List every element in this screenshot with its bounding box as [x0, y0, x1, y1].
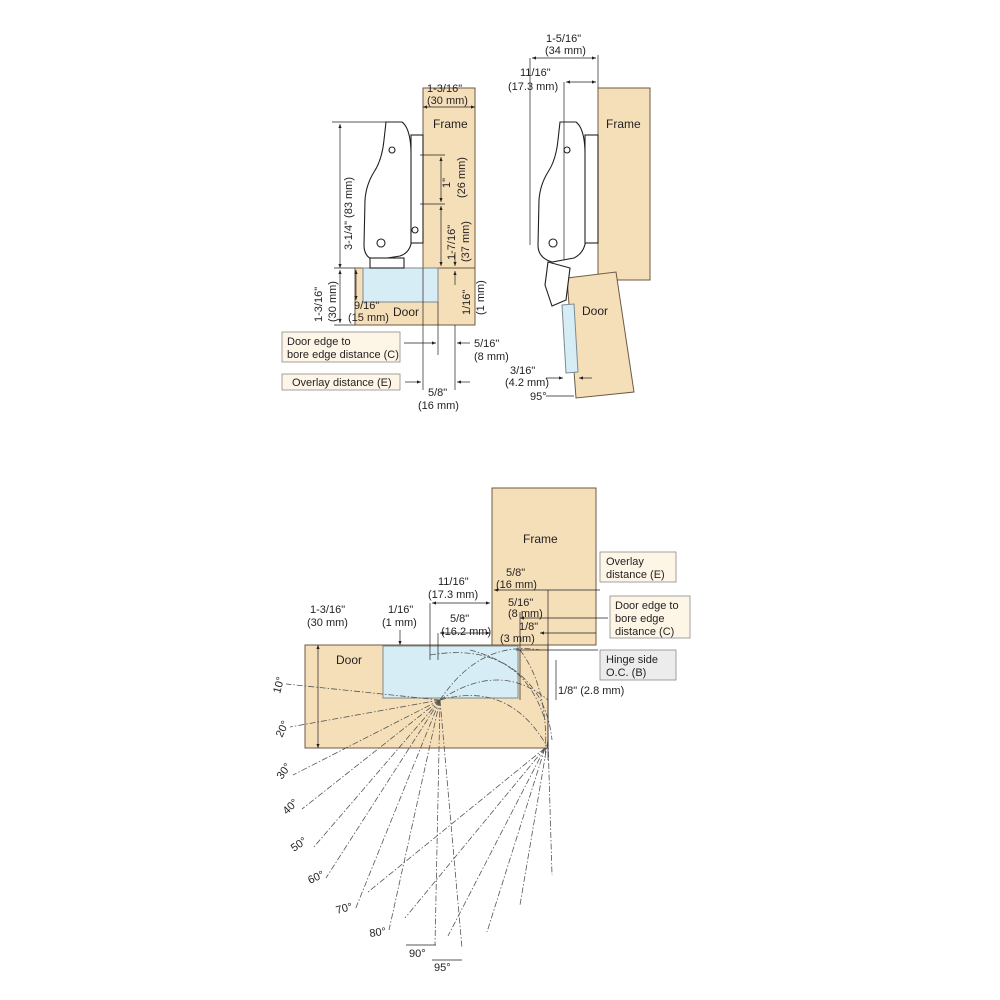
callout-e-bottom-1: Overlay — [606, 556, 644, 568]
dim-bot-thick-2: (30 mm) — [307, 617, 348, 629]
door-block-top-right — [566, 271, 635, 399]
dim-37: 1-7/16" — [446, 225, 458, 260]
hinge-arm-top-left — [363, 121, 413, 261]
cup-plate-top-right — [561, 303, 579, 374]
dim-bot-162-2: (16.2 mm) — [441, 626, 491, 638]
dim-gap-mm: (1 mm) — [475, 280, 487, 315]
cup-bore-bottom — [382, 645, 519, 699]
door-label-top-left: Door — [393, 305, 419, 319]
dim-bot-28: 1/8" (2.8 mm) — [558, 685, 624, 697]
frame-block-bottom — [491, 487, 597, 646]
frame-block-top-left — [422, 87, 476, 269]
frame-label-bottom: Frame — [523, 532, 558, 546]
dim-gap: 1/16" — [461, 290, 473, 315]
callout-e: Overlay distance (E) — [292, 377, 392, 389]
dim-bot-c-2: (8 mm) — [508, 608, 543, 620]
top-right-view: Frame Door 1-5/16" (34 mm) 11/16" (17.3 … — [505, 33, 651, 403]
dim-c-1: 5/16" — [474, 338, 499, 350]
dim-37mm: (37 mm) — [460, 221, 472, 262]
dim-26mm: (26 mm) — [456, 157, 468, 198]
dim-cup-2: (15 mm) — [348, 312, 389, 324]
dim-42-1: 3/16" — [510, 365, 535, 377]
frame-label-top-right: Frame — [606, 117, 641, 131]
angle-30: 30° — [275, 761, 294, 782]
dim-height: 3-1/4" (83 mm) — [343, 177, 355, 250]
dim-bot-thick-1: 1-3/16" — [310, 604, 345, 616]
dim-bot-gap-2: (1 mm) — [382, 617, 417, 629]
bottom-view: Frame Door 10° — [271, 487, 691, 974]
dim-bot-162-1: 5/8" — [450, 613, 469, 625]
dim-c-2: (8 mm) — [474, 351, 509, 363]
angle-80: 80° — [369, 926, 387, 940]
dim-1in: 1" — [441, 178, 453, 188]
dim-bot-3-1: 1/8" — [519, 621, 538, 633]
dim-34-2: (34 mm) — [545, 45, 586, 57]
dim-bot-3-2: (3 mm) — [500, 633, 535, 645]
dim-e-2: (16 mm) — [418, 400, 459, 412]
callout-c-bottom-2: bore edge — [615, 613, 665, 625]
dim-42-2: (4.2 mm) — [505, 377, 549, 389]
angle-40: 40° — [281, 797, 301, 817]
callout-c-box — [281, 331, 401, 363]
callout-e-bottom-2: distance (E) — [606, 569, 665, 581]
callout-e-box — [281, 373, 401, 391]
cup-bore-top-left — [362, 267, 439, 303]
angle-70: 70° — [335, 901, 354, 917]
screw-top-left-3 — [411, 226, 419, 234]
top-left-view: Frame Door 1-3/16" (30 mm) 3-1/4" (83 mm… — [281, 83, 509, 412]
dim-frame-width-2: (30 mm) — [427, 95, 468, 107]
dim-e-1: 5/8" — [428, 387, 447, 399]
hinge-arm-top-right — [537, 121, 587, 263]
frame-label-top-left: Frame — [433, 117, 468, 131]
screw-top-right-2 — [563, 146, 571, 154]
dim-bot-gap-1: 1/16" — [388, 604, 413, 616]
angle-95-top: 95° — [530, 391, 547, 403]
angle-95: 95° — [434, 962, 451, 974]
angle-60: 60° — [306, 869, 326, 887]
callout-c-bottom-3: distance (C) — [615, 626, 674, 638]
dim-bot-e-1: 5/8" — [506, 567, 525, 579]
dim-cup-1: 9/16" — [354, 300, 379, 312]
screw-top-left-2 — [388, 146, 396, 154]
frame-block-top-right — [597, 87, 651, 281]
angle-20: 20° — [274, 719, 292, 739]
dim-door-thick-mm: (30 mm) — [327, 281, 339, 322]
dim-door-thick: 1-3/16" — [313, 287, 325, 322]
mount-plate-top-right — [584, 134, 599, 244]
dim-17-2: (17.3 mm) — [508, 81, 558, 93]
screw-top-right-1 — [548, 238, 558, 248]
callout-b-box — [599, 649, 677, 681]
callout-b-1: Hinge side — [606, 654, 658, 666]
dim-17-1: 11/16" — [520, 67, 551, 79]
screw-top-left-1 — [376, 238, 386, 248]
dim-bot-17-2: (17.3 mm) — [428, 589, 478, 601]
door-label-top-right: Door — [582, 304, 608, 318]
angle-50: 50° — [289, 835, 310, 854]
callout-c-bottom-box — [609, 595, 691, 639]
callout-c-1: Door edge to — [287, 336, 351, 348]
mount-plate-top-left — [410, 134, 424, 244]
callout-c-bottom-1: Door edge to — [615, 600, 679, 612]
dim-bot-c-1: 5/16" — [508, 597, 533, 609]
hinge-link-top-right — [544, 261, 571, 307]
dim-bot-17-1: 11/16" — [438, 576, 469, 588]
dim-bot-e-2: (16 mm) — [496, 579, 537, 591]
angle-10: 10° — [271, 676, 287, 695]
angle-90: 90° — [409, 948, 426, 960]
dim-frame-width-1: 1-3/16" — [427, 83, 462, 95]
callout-b-2: O.C. (B) — [606, 667, 646, 679]
door-label-bottom: Door — [336, 653, 362, 667]
callout-c-2: bore edge distance (C) — [287, 349, 399, 361]
angle-rays — [285, 683, 553, 949]
dim-34-1: 1-5/16" — [546, 33, 581, 45]
hinge-cup-top-left — [369, 257, 405, 269]
callout-e-bottom-box — [599, 551, 677, 583]
